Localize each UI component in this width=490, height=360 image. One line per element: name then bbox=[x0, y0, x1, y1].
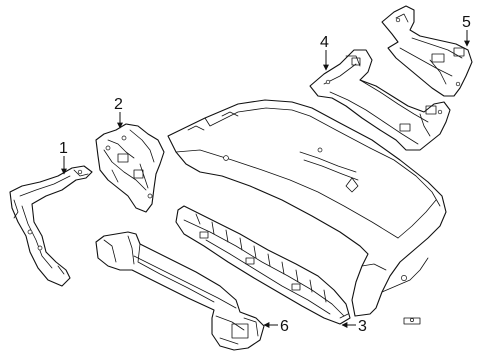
callout-6: 6 bbox=[263, 318, 289, 335]
callout-label-6: 6 bbox=[280, 318, 289, 335]
part-3-energy-absorber bbox=[175, 205, 351, 325]
callout-label-1: 1 bbox=[59, 140, 68, 157]
part-2-corner-bracket bbox=[95, 123, 165, 213]
callout-label-4: 4 bbox=[320, 34, 329, 51]
part-6-reinforcement-beam bbox=[95, 231, 265, 351]
callout-label-3: 3 bbox=[358, 318, 367, 335]
part-1-side-bracket bbox=[9, 165, 93, 287]
callout-label-5: 5 bbox=[462, 14, 471, 31]
part-4-upper-bracket bbox=[309, 49, 451, 151]
callout-3: 3 bbox=[341, 318, 367, 335]
callout-2: 2 bbox=[114, 96, 123, 129]
callout-5: 5 bbox=[462, 14, 471, 47]
callout-label-2: 2 bbox=[114, 96, 123, 113]
callout-4: 4 bbox=[320, 34, 329, 71]
callout-1: 1 bbox=[59, 140, 68, 175]
bumper-cover bbox=[167, 99, 447, 325]
part-5-right-bracket bbox=[381, 5, 473, 97]
